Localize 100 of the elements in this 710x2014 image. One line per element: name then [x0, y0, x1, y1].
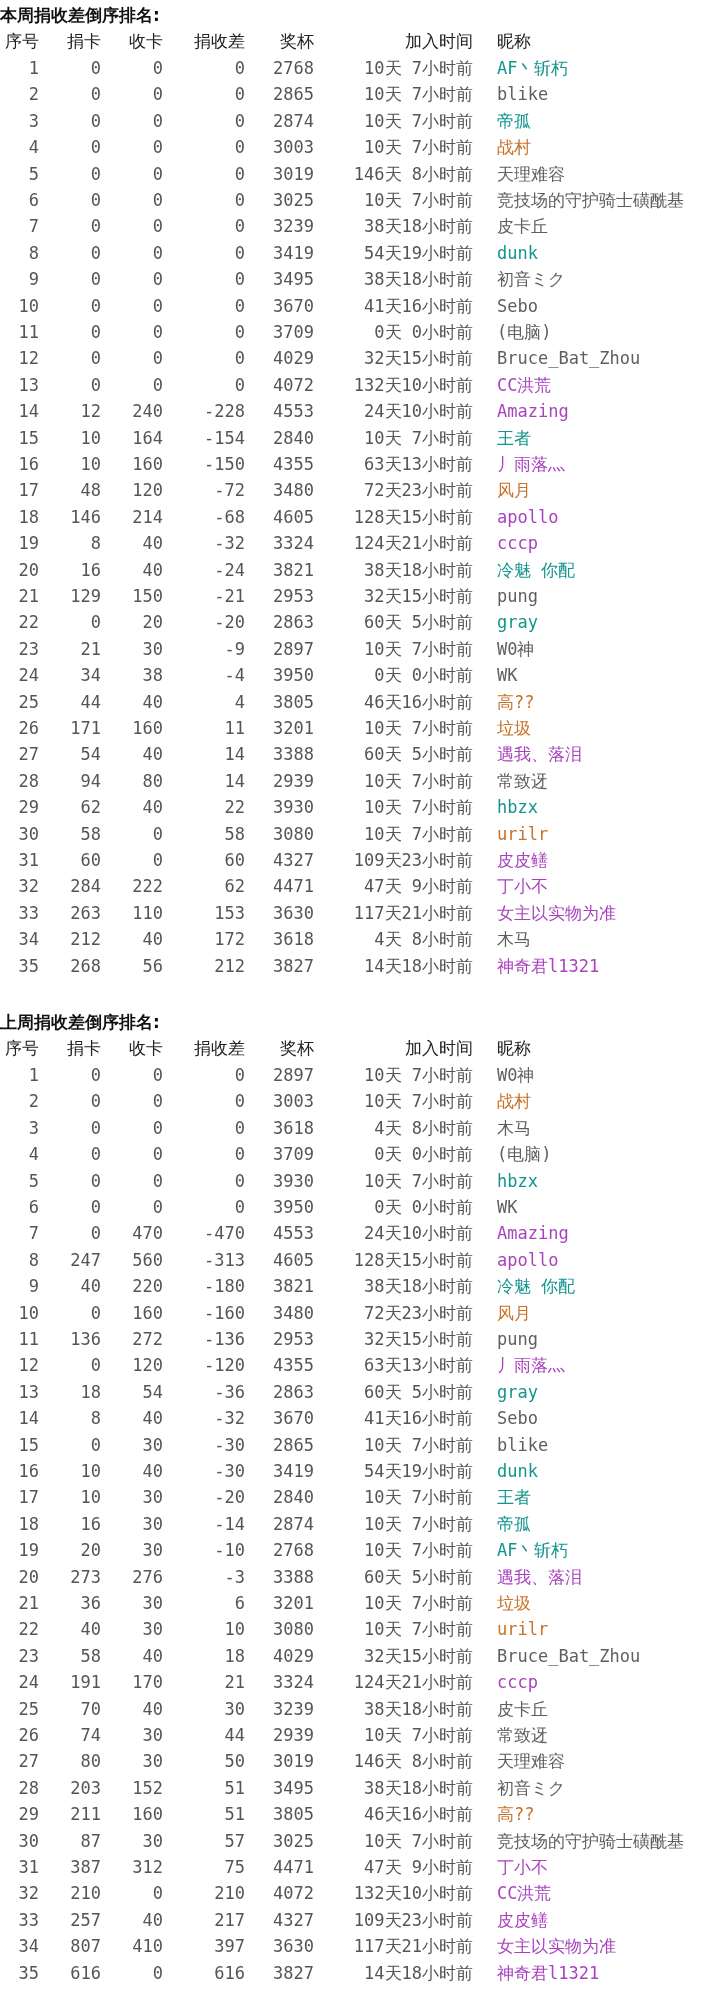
trophy-count: 2939 [273, 769, 314, 792]
join-time: 10天 7小时前 [364, 1512, 473, 1535]
join-time: 41天16小时前 [364, 1407, 473, 1430]
join-time: 10天 7小时前 [364, 83, 473, 106]
donated-count: 0 [90, 109, 101, 132]
rank-number: 1 [28, 57, 39, 79]
received-count: 0 [152, 822, 163, 845]
nickname: 常致迓 [497, 769, 548, 792]
join-time: 60天 5小时前 [364, 1565, 473, 1588]
join-time: 128天15小时前 [353, 505, 473, 528]
received-count: 0 [152, 347, 163, 370]
donated-count: 0 [90, 162, 101, 185]
nickname: 战村 [497, 1090, 531, 1113]
trophy-count: 3950 [273, 664, 314, 687]
nickname: 风月 [497, 1301, 531, 1324]
column-header: 捐卡 [67, 1037, 101, 1059]
difference-value: 14 [224, 769, 245, 792]
difference-value: -20 [214, 611, 245, 634]
nickname: dunk [497, 1460, 538, 1482]
difference-value: 0 [234, 241, 245, 264]
difference-value: 6 [234, 1592, 245, 1614]
join-time: 0天 0小时前 [374, 664, 473, 687]
difference-value: 153 [214, 901, 245, 924]
received-count: 276 [132, 1565, 163, 1588]
nickname: 皮皮鳝 [497, 849, 548, 871]
nickname: urilr [497, 822, 549, 845]
join-time: 146天 8小时前 [353, 1750, 473, 1773]
column-header: 捐卡 [67, 30, 101, 52]
received-count: 170 [132, 1671, 163, 1694]
difference-value: 44 [224, 1724, 245, 1746]
received-count: 110 [132, 901, 163, 924]
received-count: 0 [152, 1090, 163, 1113]
column-header: 奖杯 [280, 1037, 314, 1059]
difference-value: -3 [224, 1565, 245, 1588]
trophy-count: 2865 [273, 83, 314, 106]
trophy-count: 4605 [273, 1248, 314, 1271]
rank-number: 28 [18, 1776, 39, 1799]
received-count: 40 [142, 690, 163, 713]
rank-number: 7 [28, 215, 39, 238]
donated-count: 0 [90, 1116, 101, 1139]
donated-count: 16 [80, 1512, 101, 1535]
received-count: 160 [132, 1301, 163, 1324]
trophy-count: 2768 [273, 1539, 314, 1562]
join-time: 10天 7小时前 [364, 822, 473, 845]
nickname: gray [497, 611, 538, 634]
difference-value: 60 [224, 849, 245, 871]
rank-number: 19 [18, 532, 39, 555]
trophy-count: 3480 [273, 1301, 314, 1324]
trophy-count: 3201 [273, 1592, 314, 1614]
received-count: 30 [142, 637, 163, 660]
trophy-count: 3003 [273, 1090, 314, 1113]
column-header: 捐收差 [194, 30, 245, 52]
trophy-count: 3709 [273, 321, 314, 343]
nickname: 冷魅 你配 [497, 1275, 576, 1298]
join-time: 124天21小时前 [353, 1671, 473, 1694]
donated-count: 36 [80, 1592, 101, 1614]
rank-number: 26 [18, 1724, 39, 1746]
rank-number: 23 [18, 637, 39, 660]
received-count: 214 [132, 505, 163, 528]
donated-count: 8 [90, 1407, 101, 1430]
column-header: 收卡 [129, 1037, 163, 1059]
difference-value: -470 [204, 1222, 245, 1245]
rank-number: 32 [18, 875, 39, 898]
difference-value: 62 [224, 875, 245, 898]
nickname: Amazing [497, 1222, 569, 1245]
donated-count: 0 [90, 215, 101, 238]
rank-number: 6 [28, 189, 39, 211]
column-header: 序号 [5, 1037, 39, 1059]
difference-value: -36 [214, 1380, 245, 1403]
nickname: 皮卡丘 [497, 215, 548, 238]
donated-count: 74 [80, 1724, 101, 1746]
trophy-count: 4327 [273, 1908, 314, 1931]
difference-value: -14 [214, 1512, 245, 1535]
donated-count: 0 [90, 1222, 101, 1245]
trophy-count: 3930 [273, 1169, 314, 1192]
rank-number: 12 [18, 347, 39, 370]
rank-number: 22 [18, 611, 39, 634]
rank-number: 12 [18, 1354, 39, 1377]
received-count: 30 [142, 1486, 163, 1509]
difference-value: -180 [204, 1275, 245, 1298]
join-time: 38天18小时前 [364, 558, 473, 581]
difference-value: 51 [224, 1803, 245, 1826]
join-time: 10天 7小时前 [364, 1829, 473, 1852]
nickname: urilr [497, 1618, 549, 1641]
nickname: 王者 [497, 426, 531, 449]
received-count: 0 [152, 321, 163, 343]
difference-value: 0 [234, 1116, 245, 1139]
difference-value: 10 [224, 1618, 245, 1641]
received-count: 164 [132, 426, 163, 449]
difference-value: -30 [214, 1460, 245, 1482]
trophy-count: 2939 [273, 1724, 314, 1746]
column-header: 收卡 [129, 30, 163, 52]
difference-value: 0 [234, 1169, 245, 1192]
difference-value: 0 [234, 57, 245, 79]
difference-value: -160 [204, 1301, 245, 1324]
difference-value: 616 [214, 1961, 245, 1984]
received-count: 160 [132, 1803, 163, 1826]
rank-number: 7 [28, 1222, 39, 1245]
received-count: 0 [152, 1116, 163, 1139]
nickname: 帝孤 [497, 109, 531, 132]
